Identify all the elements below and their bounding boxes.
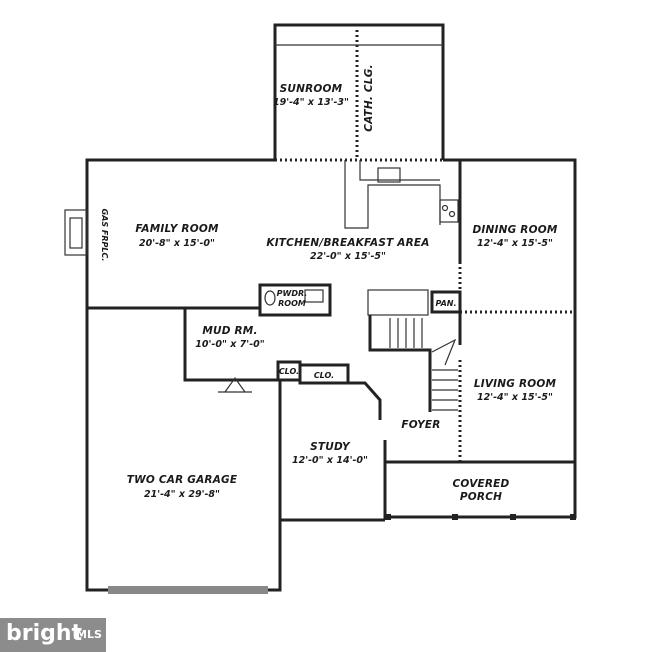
foyer-label: FOYER — [401, 419, 440, 431]
stairs — [367, 289, 462, 412]
watermark-suffix: MLS — [76, 628, 102, 641]
cath-clg-label: CATH. CLG. — [363, 64, 375, 131]
covered-porch — [383, 460, 577, 520]
garage-label: TWO CAR GARAGE — [127, 474, 238, 486]
garage-walls — [85, 306, 282, 594]
watermark-brand: bright — [6, 621, 83, 646]
dining-living-walls — [458, 160, 575, 462]
study-dims: 12'-0" x 14'-0" — [292, 455, 368, 466]
study-label: STUDY — [310, 441, 351, 453]
sunroom-label: SUNROOM — [280, 83, 343, 95]
pantry-label: PAN. — [435, 299, 456, 308]
powder-room-label-2: ROOM — [278, 299, 306, 308]
study-walls — [218, 360, 387, 522]
living-room-label: LIVING ROOM — [474, 378, 557, 390]
living-room-dims: 12'-4" x 15'-5" — [477, 392, 553, 403]
closet-label-2: CLO. — [314, 371, 334, 380]
dining-room-dims: 12'-4" x 15'-5" — [477, 238, 553, 249]
family-room-label: FAMILY ROOM — [135, 223, 219, 235]
porch-label: COVERED — [453, 478, 510, 490]
powder-room-walls — [258, 283, 332, 317]
gas-frplc-label: GAS FRPLC. — [100, 209, 109, 262]
kitchen-dims: 22'-0" x 15'-5" — [310, 251, 386, 262]
porch-label-2: PORCH — [460, 491, 502, 503]
family-room-dims: 20'-8" x 15'-0" — [139, 238, 215, 249]
watermark-logo: bright MLS — [0, 618, 106, 652]
sunroom-dims: 19'-4" x 13'-3" — [273, 97, 349, 108]
sunroom-walls — [273, 23, 445, 162]
closet-label-1: CLO. — [279, 367, 299, 376]
powder-room-label: PWDR. — [277, 289, 308, 298]
garage-dims: 21'-4" x 29'-8" — [144, 489, 220, 500]
dining-room-label: DINING ROOM — [473, 224, 558, 236]
fireplace-icon — [64, 209, 88, 256]
mud-room-label: MUD RM. — [202, 325, 257, 337]
kitchen-label: KITCHEN/BREAKFAST AREA — [266, 237, 429, 249]
kitchen-counters — [344, 160, 459, 229]
mud-room-dims: 10'-0" x 7'-0" — [195, 339, 264, 350]
